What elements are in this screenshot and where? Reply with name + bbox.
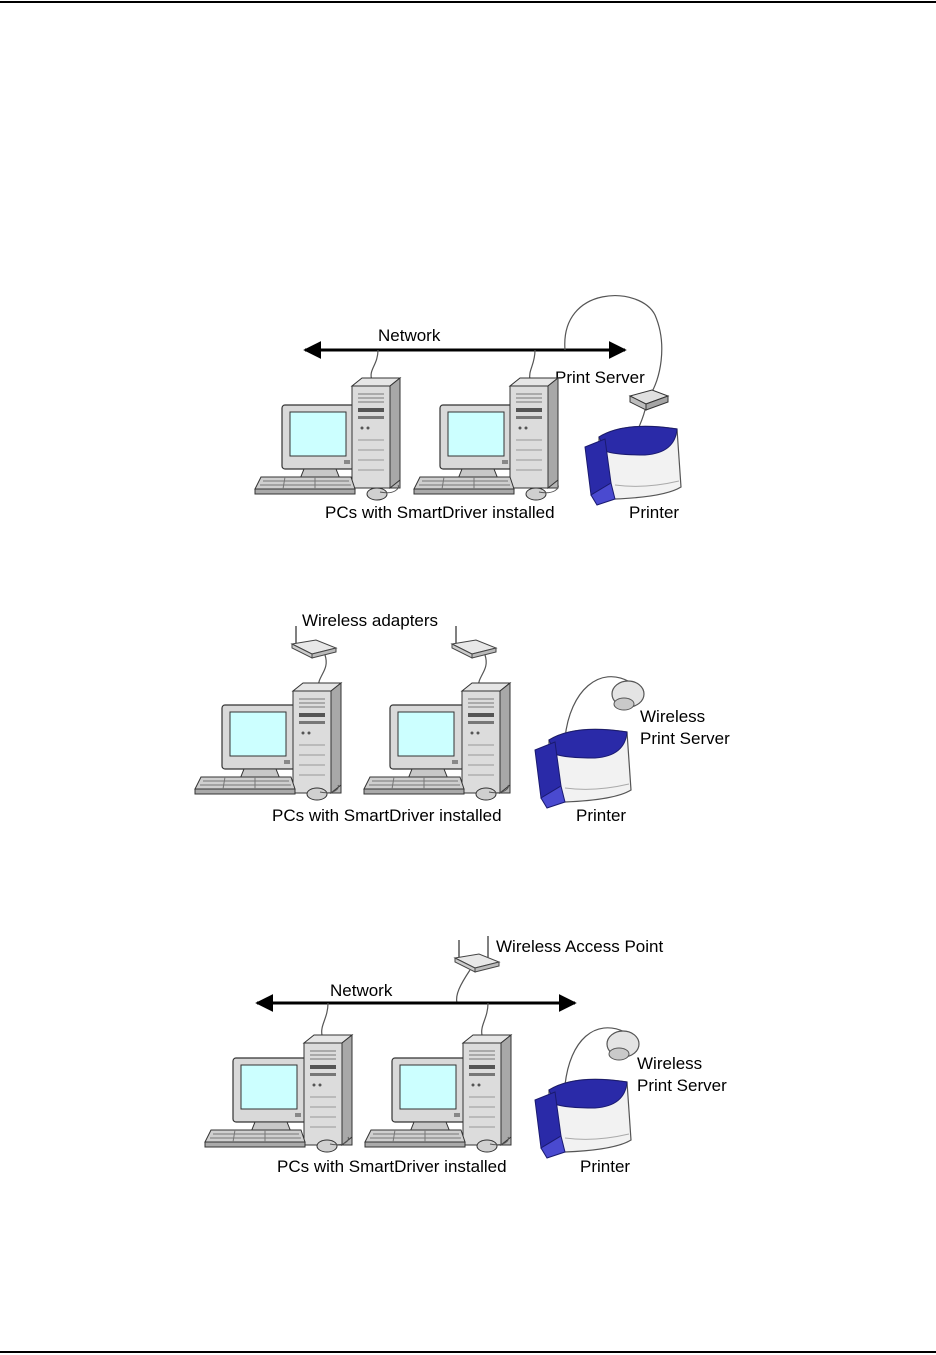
tower-icon: [463, 1035, 511, 1145]
printer-label: Printer: [576, 806, 626, 825]
print-server-icon: [630, 390, 668, 410]
wireless-ps-label-2: Print Server: [640, 729, 730, 748]
pcs-label: PCs with SmartDriver installed: [325, 503, 555, 522]
keyboard-icon: [364, 777, 464, 794]
mouse-icon: [307, 788, 327, 800]
wireless-print-server-icon: [607, 1031, 639, 1060]
tower-icon: [352, 378, 400, 488]
footer-rule: [0, 1351, 936, 1353]
tower-icon: [462, 683, 510, 793]
keyboard-icon: [205, 1130, 305, 1147]
diagram-1-wired-print-server: Network Print Server PCs with SmartDrive…: [255, 296, 681, 522]
keyboard-icon: [195, 777, 295, 794]
wireless-ps-label-1: Wireless: [640, 707, 705, 726]
printer-icon: [585, 426, 681, 505]
monitor-icon: [440, 405, 516, 479]
monitor-icon: [282, 405, 358, 479]
print-server-label: Print Server: [555, 368, 645, 387]
diagram-2-wireless-adhoc: Wireless adapters Wireless Print Server …: [195, 611, 730, 825]
pcs-label: PCs with SmartDriver installed: [277, 1157, 507, 1176]
pcs-label: PCs with SmartDriver installed: [272, 806, 502, 825]
keyboard-icon: [255, 477, 355, 494]
mouse-icon: [367, 488, 387, 500]
wireless-ps-label-1: Wireless: [637, 1054, 702, 1073]
printer-icon: [535, 1079, 631, 1158]
wireless-adapter-icon: [452, 626, 496, 658]
wireless-print-server-icon: [612, 681, 644, 710]
network-label: Network: [378, 326, 441, 345]
monitor-icon: [233, 1058, 309, 1132]
keyboard-icon: [414, 477, 514, 494]
wireless-adapters-label: Wireless adapters: [302, 611, 438, 630]
mouse-icon: [526, 488, 546, 500]
keyboard-icon: [365, 1130, 465, 1147]
tower-icon: [510, 378, 558, 488]
monitor-icon: [390, 705, 466, 779]
monitor-icon: [392, 1058, 468, 1132]
printer-label: Printer: [580, 1157, 630, 1176]
monitor-icon: [222, 705, 298, 779]
wireless-adapter-icon: [292, 626, 336, 658]
mouse-icon: [476, 788, 496, 800]
access-point-icon: [455, 940, 499, 972]
diagram-3-wireless-access-point: Wireless Access Point Network Wireless P…: [205, 936, 727, 1176]
printer-label: Printer: [629, 503, 679, 522]
mouse-icon: [317, 1140, 337, 1152]
access-point-label: Wireless Access Point: [496, 937, 663, 956]
printer-icon: [535, 729, 631, 808]
tower-icon: [293, 683, 341, 793]
wireless-ps-label-2: Print Server: [637, 1076, 727, 1095]
network-label: Network: [330, 981, 393, 1000]
tower-icon: [304, 1035, 352, 1145]
mouse-icon: [477, 1140, 497, 1152]
